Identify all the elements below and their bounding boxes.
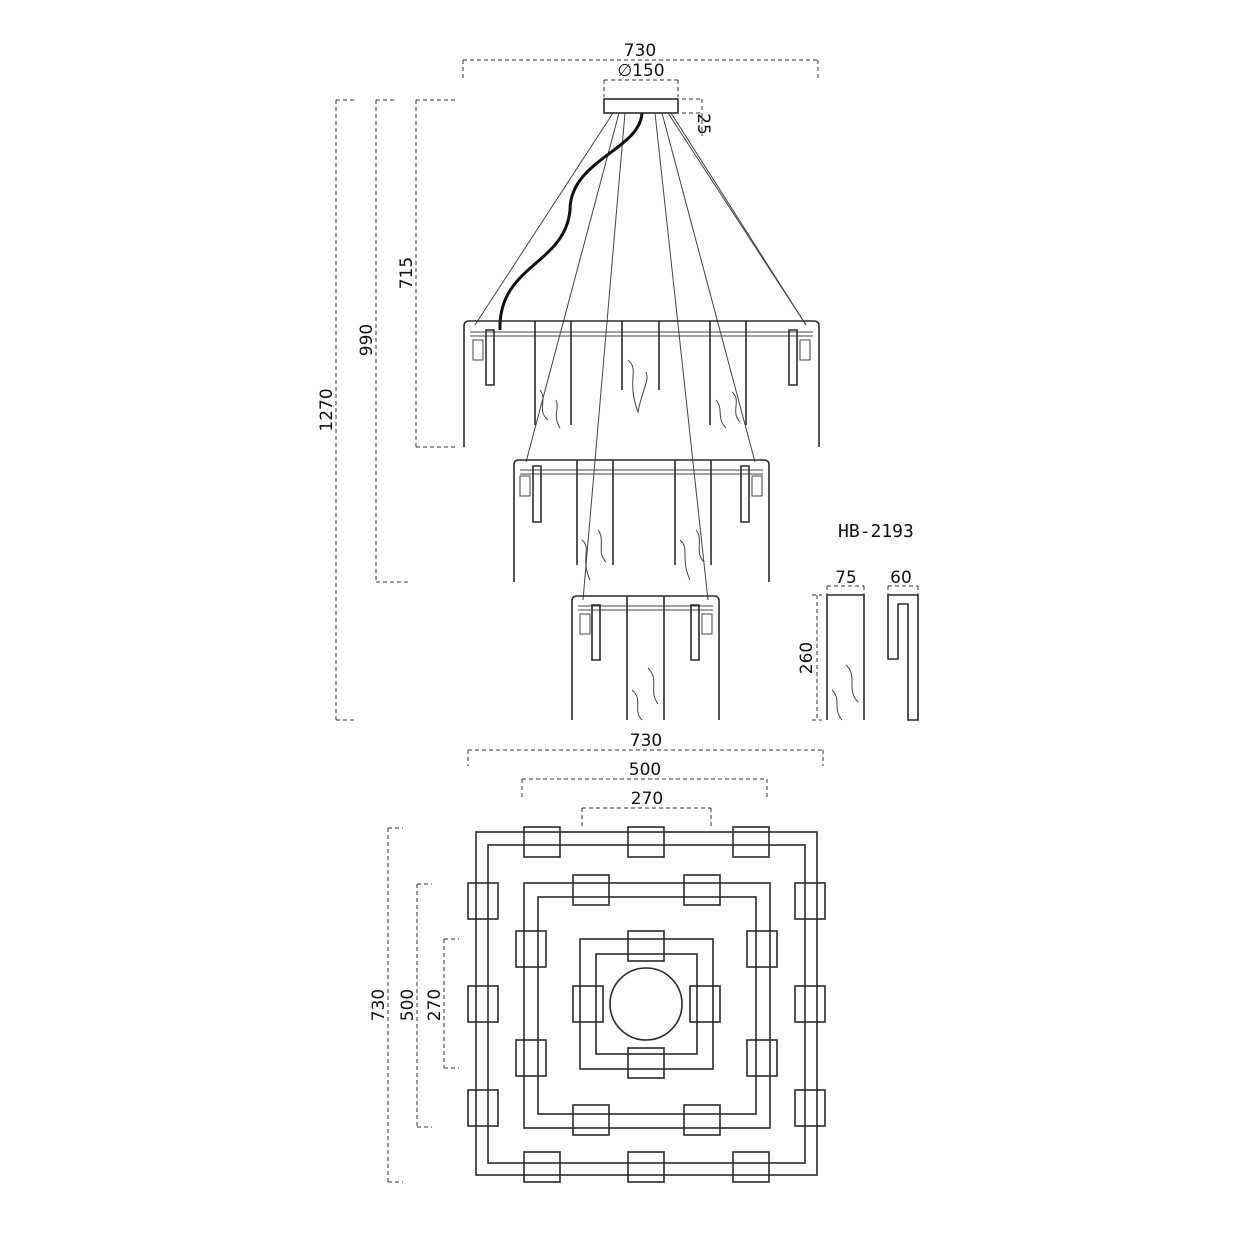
dim-plan-inner: 270 bbox=[581, 789, 712, 826]
plan-view: 730 500 270 730 500 270 bbox=[369, 731, 826, 1183]
plan-inner-square-inner bbox=[595, 953, 698, 1055]
dim-glass-depth-label: 60 bbox=[890, 568, 912, 588]
tier-3-left-fixture bbox=[591, 604, 601, 661]
dim-top-width-label: 730 bbox=[624, 41, 656, 61]
dim-glass-height-label: 260 bbox=[797, 642, 817, 674]
plan-middle-square-inner bbox=[537, 896, 757, 1115]
dim-plan-left-middle: 500 bbox=[398, 883, 432, 1128]
elevation-view: 730 ∅150 25 1270 990 715 bbox=[317, 41, 919, 721]
tier-3-glass bbox=[626, 596, 665, 721]
dim-glass-width-label: 75 bbox=[835, 568, 857, 588]
plan-glass-tiles bbox=[467, 826, 826, 1183]
suspension-wires bbox=[474, 112, 807, 601]
plan-canopy-circle bbox=[609, 967, 683, 1041]
ceiling-canopy bbox=[603, 98, 679, 114]
dim-plan-middle-label: 500 bbox=[629, 760, 661, 780]
glass-detail: 75 260 60 bbox=[797, 568, 919, 721]
dim-plan-middle: 500 bbox=[521, 760, 768, 797]
dim-plan-left-outer: 730 bbox=[369, 827, 403, 1183]
dim-canopy-height-label: 25 bbox=[693, 113, 713, 135]
dim-canopy-height: 25 bbox=[682, 98, 713, 136]
tier-3 bbox=[571, 595, 720, 721]
plan-outer-square-inner bbox=[487, 844, 806, 1164]
dim-plan-inner-label: 270 bbox=[631, 789, 663, 809]
power-cable bbox=[498, 112, 644, 331]
plan-outer-square bbox=[475, 831, 818, 1176]
glass-front-view bbox=[826, 594, 865, 720]
tier-2 bbox=[513, 459, 770, 582]
dim-plan-outer-label: 730 bbox=[630, 731, 662, 751]
dim-height-tier2: 990 bbox=[357, 99, 410, 583]
glass-side-view bbox=[887, 594, 919, 721]
dim-height-tier1: 715 bbox=[397, 99, 456, 448]
dim-canopy-diameter-label: ∅150 bbox=[617, 61, 664, 81]
tier-1 bbox=[463, 320, 820, 447]
tier-2-left-fixture bbox=[532, 465, 542, 523]
tier-2-glass bbox=[576, 460, 712, 581]
dim-plan-left-outer-label: 730 bbox=[369, 989, 389, 1021]
dim-plan-left-inner-label: 270 bbox=[425, 989, 445, 1021]
dim-top-width: 730 bbox=[462, 41, 819, 80]
tier-2-right-fixture bbox=[740, 465, 750, 523]
tier-3-right-fixture bbox=[690, 604, 700, 661]
dim-height-tier2-label: 990 bbox=[357, 324, 377, 356]
dim-height-total-label: 1270 bbox=[317, 388, 337, 431]
tier-1-glass bbox=[534, 321, 747, 429]
dim-canopy-diameter: ∅150 bbox=[603, 61, 679, 97]
tier-1-right-fixture bbox=[788, 329, 798, 386]
plan-middle-square bbox=[523, 882, 771, 1129]
dim-plan-outer: 730 bbox=[467, 731, 824, 766]
dim-height-tier1-label: 715 bbox=[397, 257, 417, 289]
plan-inner-square bbox=[579, 938, 714, 1070]
dim-plan-left-middle-label: 500 bbox=[398, 989, 418, 1021]
dim-plan-left-inner: 270 bbox=[425, 938, 459, 1069]
dim-height-total: 1270 bbox=[317, 99, 356, 721]
model-label: HB-2193 bbox=[838, 521, 914, 542]
tier-1-left-fixture bbox=[485, 329, 495, 386]
